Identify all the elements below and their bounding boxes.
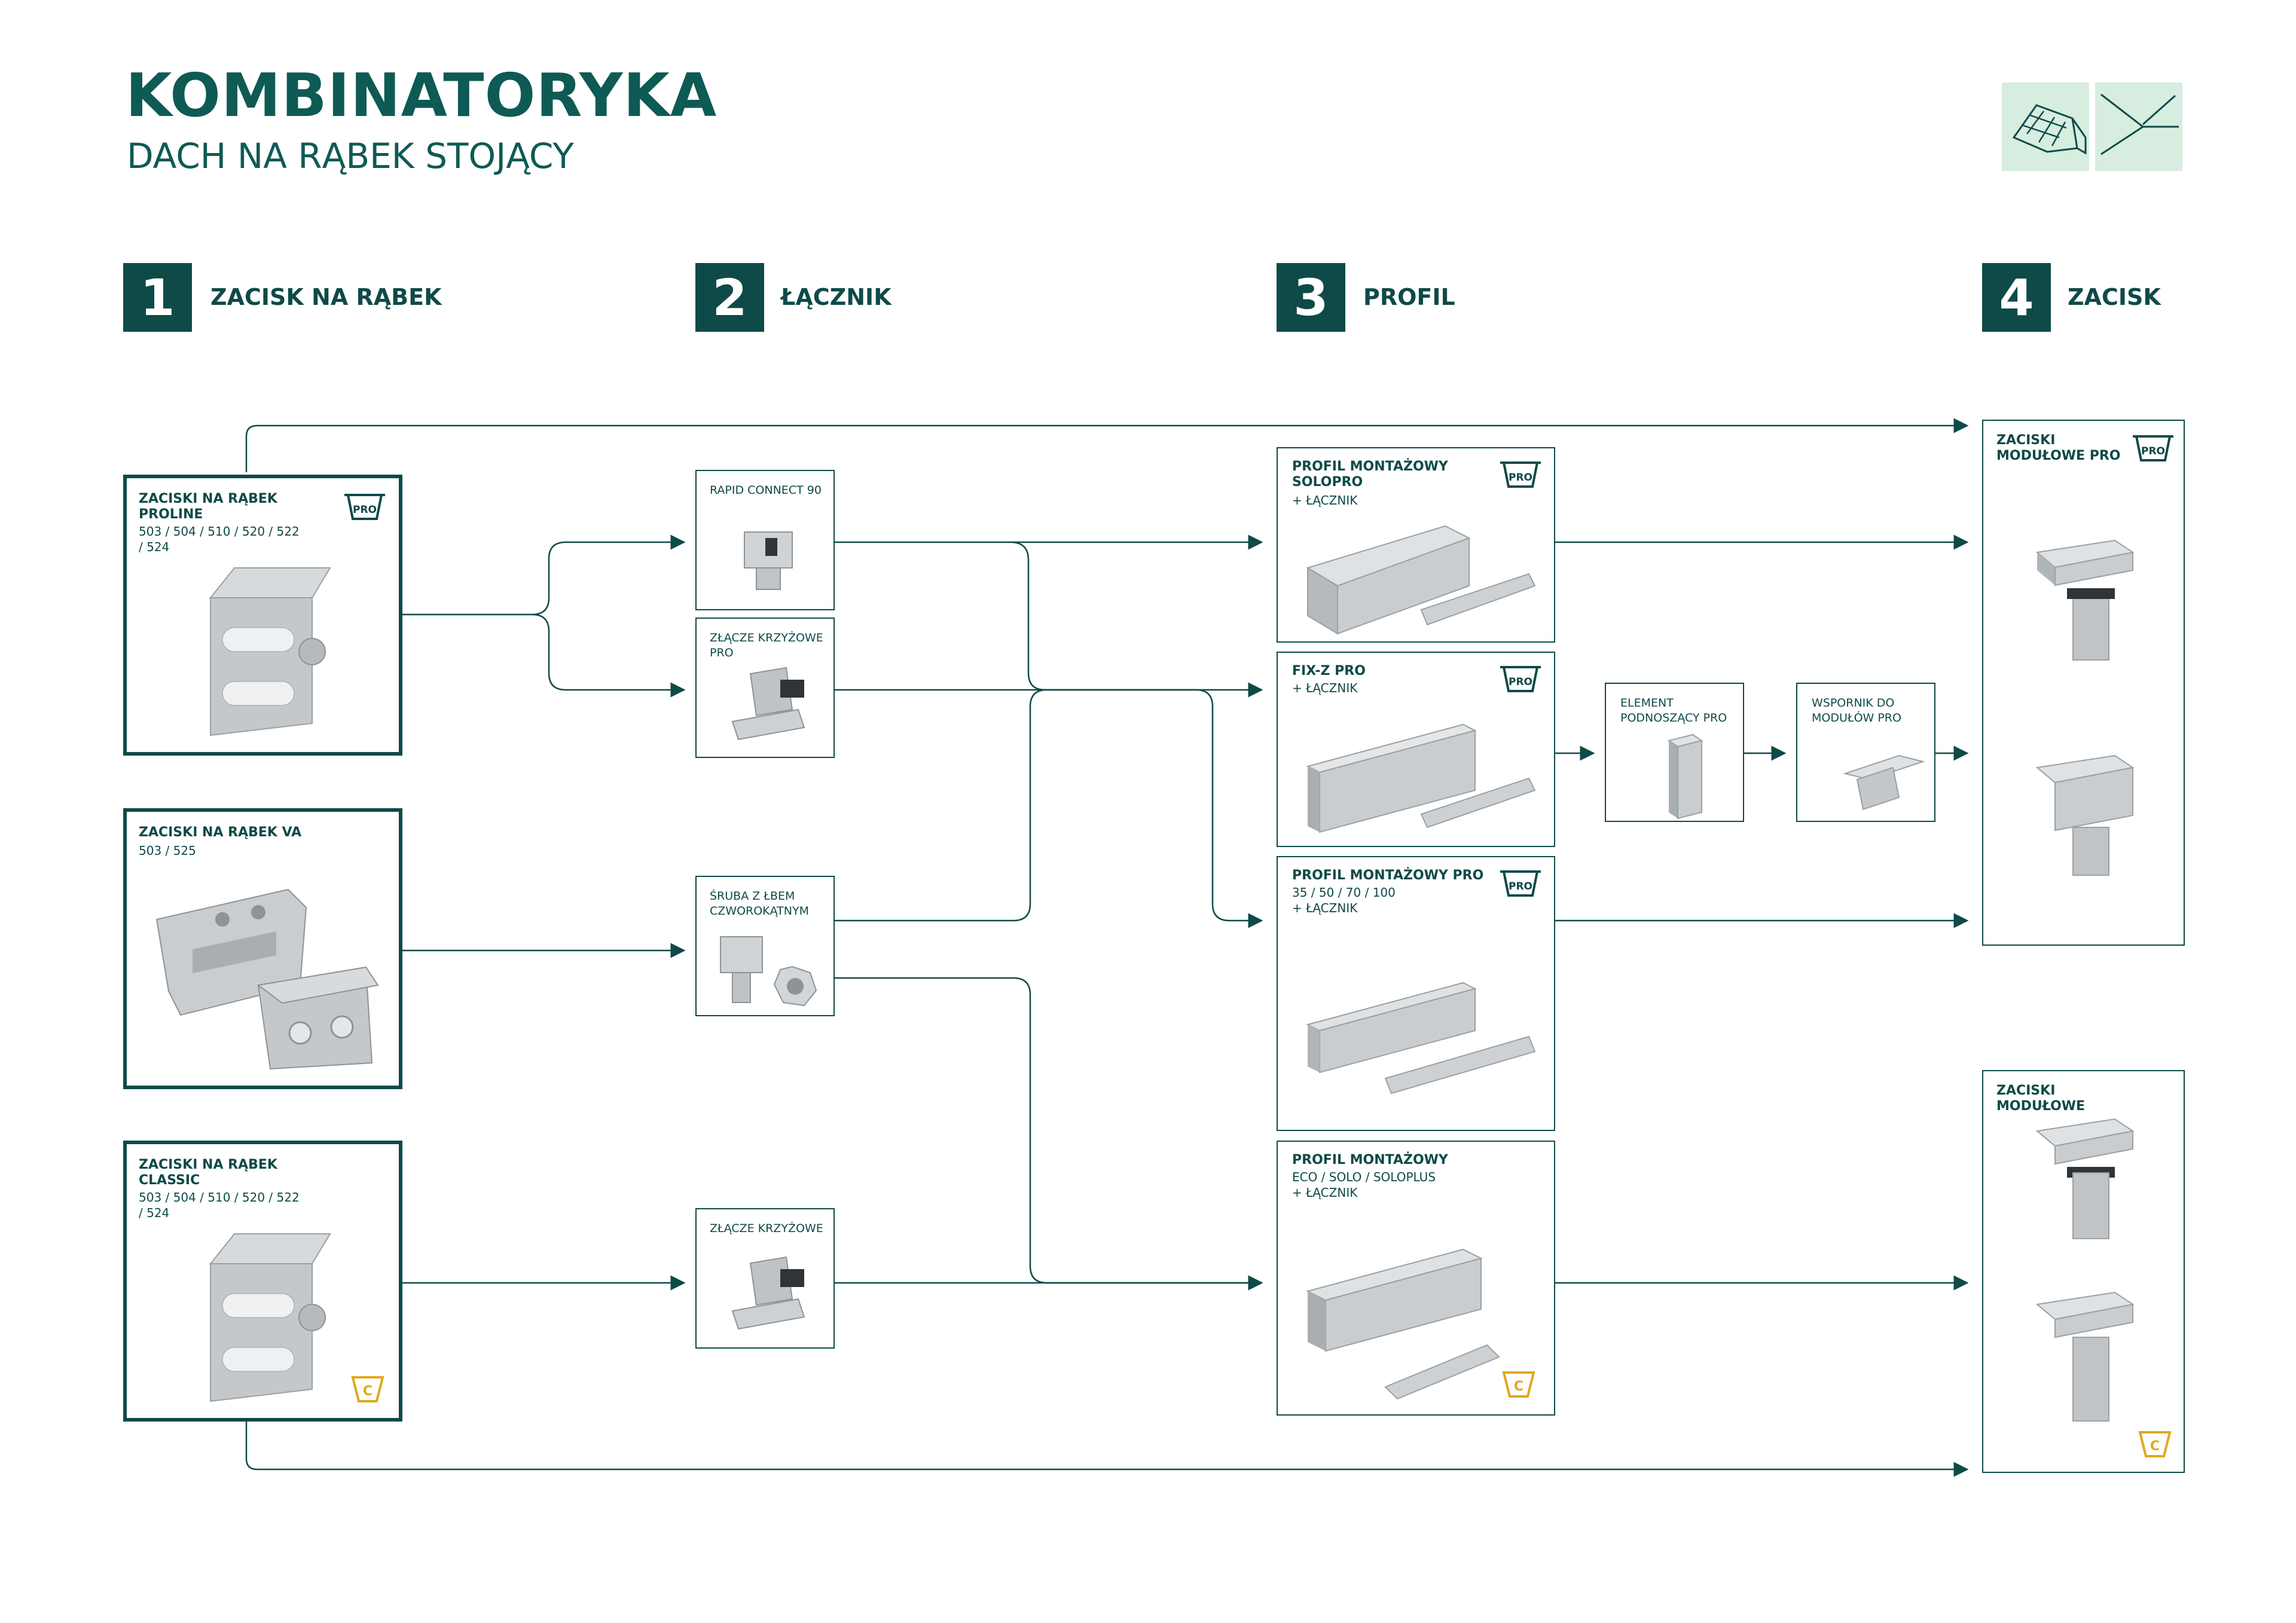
- pro-badge-icon: PRO: [344, 494, 385, 520]
- step-2-label: ŁĄCZNIK: [781, 284, 891, 310]
- clamp-classic-card[interactable]: ZACISKI NA RĄBEK CLASSIC 503 / 504 / 510…: [123, 1141, 402, 1422]
- svg-text:PRO: PRO: [1509, 472, 1532, 484]
- pro-badge-icon: PRO: [1500, 870, 1541, 897]
- clamp-classic-title: ZACISKI NA RĄBEK CLASSIC: [139, 1157, 277, 1188]
- profile-eco-image: [1306, 1248, 1500, 1400]
- connector-cross-label: ZŁĄCZE KRZYŻOWE: [710, 1222, 823, 1235]
- module-clamps-title: ZACISKI MODUŁOWE: [1996, 1083, 2086, 1114]
- module-clamps-pro-card[interactable]: ZACISKI MODUŁOWE PRO PRO: [1982, 420, 2185, 946]
- profile-pro-image: [1306, 982, 1536, 1095]
- square-head-bolt-image: [720, 936, 817, 1007]
- svg-text:C: C: [363, 1384, 373, 1399]
- seam-clamp-proline-image: [209, 567, 331, 736]
- profile-solopro-image: [1306, 525, 1536, 635]
- pro-badge-icon: PRO: [1500, 461, 1541, 488]
- clamp-va-title: ZACISKI NA RĄBEK VA: [139, 825, 302, 840]
- pro-badge-icon: PRO: [1500, 666, 1541, 692]
- module-clamp-end-image: [2035, 1118, 2135, 1239]
- profile-fixz-title: FIX-Z PRO: [1292, 664, 1366, 678]
- profile-eco-sub2: + ŁĄCZNIK: [1292, 1185, 1358, 1200]
- pro-badge-icon: PRO: [2133, 435, 2173, 461]
- svg-text:C: C: [1514, 1379, 1523, 1394]
- connector-cross-pro-label: ZŁĄCZE KRZYŻOWE PRO: [710, 631, 823, 659]
- profile-solopro-title: PROFIL MONTAŻOWY SOLOPRO: [1292, 459, 1448, 490]
- seam-clamp-classic-image: [209, 1233, 331, 1402]
- svg-text:PRO: PRO: [1509, 881, 1532, 893]
- connector-cross-card[interactable]: ZŁĄCZE KRZYŻOWE: [695, 1208, 835, 1349]
- profile-solopro-card[interactable]: PROFIL MONTAŻOWY SOLOPRO + ŁĄCZNIK PRO: [1277, 447, 1555, 643]
- profile-eco-sub: ECO / SOLO / SOLOPLUS: [1292, 1170, 1436, 1184]
- lifting-element-image: [1667, 733, 1703, 820]
- clamp-va-card[interactable]: ZACISKI NA RĄBEK VA 503 / 525: [123, 808, 402, 1089]
- clamp-proline-card[interactable]: ZACISKI NA RĄBEK PROLINE 503 / 504 / 510…: [123, 475, 402, 756]
- svg-text:PRO: PRO: [2141, 445, 2165, 457]
- connector-bolt-label: ŚRUBA Z ŁBEM CZWOROKĄTNYM: [710, 890, 809, 918]
- profile-pro-sub: 35 / 50 / 70 / 100: [1292, 885, 1396, 900]
- svg-text:C: C: [2150, 1439, 2160, 1454]
- module-clamps-pro-title: ZACISKI MODUŁOWE PRO: [1996, 433, 2121, 464]
- profile-fixz-sub: + ŁĄCZNIK: [1292, 681, 1358, 695]
- profile-fixz-card[interactable]: FIX-Z PRO + ŁĄCZNIK PRO: [1277, 652, 1555, 847]
- eco-badge-icon: C: [2138, 1431, 2172, 1457]
- rapid-connect-image: [744, 531, 793, 590]
- step-1-number: 1: [123, 263, 192, 332]
- module-bracket-image: [1843, 754, 1925, 811]
- clamp-va-codes: 503 / 525: [139, 843, 196, 858]
- step-4-number: 4: [1982, 263, 2051, 332]
- connector-rapid-card[interactable]: RAPID CONNECT 90: [695, 470, 835, 610]
- eco-badge-icon: C: [1502, 1371, 1535, 1398]
- cross-connector-image: [731, 1256, 805, 1330]
- profile-solopro-sub: + ŁĄCZNIK: [1292, 493, 1358, 508]
- module-clamps-card[interactable]: ZACISKI MODUŁOWE C: [1982, 1070, 2185, 1473]
- clamp-classic-codes: 503 / 504 / 510 / 520 / 522 / 524: [139, 1190, 300, 1220]
- module-bracket-label: WSPORNIK DO MODUŁÓW PRO: [1812, 696, 1901, 725]
- connector-bolt-card[interactable]: ŚRUBA Z ŁBEM CZWOROKĄTNYM: [695, 876, 835, 1016]
- profile-pro-title: PROFIL MONTAŻOWY PRO: [1292, 868, 1484, 883]
- roof-type-icons: [2002, 82, 2182, 171]
- profile-pro-card[interactable]: PROFIL MONTAŻOWY PRO 35 / 50 / 70 / 100 …: [1277, 856, 1555, 1131]
- seam-clamp-va-image: [155, 888, 379, 1070]
- standing-seam-icon: [2095, 82, 2182, 171]
- clamp-proline-title: ZACISKI NA RĄBEK PROLINE: [139, 491, 277, 522]
- profile-eco-title: PROFIL MONTAŻOWY: [1292, 1153, 1448, 1167]
- module-clamp-pro-middle-image: [2035, 754, 2135, 876]
- lifting-element-card[interactable]: ELEMENT PODNOSZĄCY PRO: [1605, 683, 1744, 822]
- profile-fixz-image: [1306, 723, 1536, 833]
- lifting-element-label: ELEMENT PODNOSZĄCY PRO: [1620, 696, 1727, 725]
- clamp-proline-codes: 503 / 504 / 510 / 520 / 522 / 524: [139, 524, 300, 554]
- module-clamp-pro-end-image: [2035, 539, 2135, 661]
- connector-rapid-label: RAPID CONNECT 90: [710, 484, 822, 497]
- solar-roof-icon: [2002, 82, 2089, 171]
- step-3-number: 3: [1277, 263, 1345, 332]
- eco-badge-icon: C: [351, 1376, 384, 1402]
- step-1-label: ZACISK NA RĄBEK: [210, 284, 442, 310]
- profile-eco-card[interactable]: PROFIL MONTAŻOWY ECO / SOLO / SOLOPLUS +…: [1277, 1141, 1555, 1416]
- page-subtitle: DACH NA RĄBEK STOJĄCY: [127, 136, 574, 176]
- step-2-number: 2: [695, 263, 764, 332]
- page-title: KOMBINATORYKA: [126, 60, 718, 130]
- connector-cross-pro-card[interactable]: ZŁĄCZE KRZYŻOWE PRO: [695, 618, 835, 758]
- profile-pro-sub2: + ŁĄCZNIK: [1292, 901, 1358, 915]
- cross-connector-pro-image: [731, 667, 805, 741]
- step-3-label: PROFIL: [1363, 284, 1455, 310]
- svg-text:PRO: PRO: [353, 504, 377, 516]
- module-bracket-card[interactable]: WSPORNIK DO MODUŁÓW PRO: [1796, 683, 1935, 822]
- step-4-label: ZACISK: [2068, 284, 2161, 310]
- svg-text:PRO: PRO: [1509, 676, 1532, 688]
- module-clamp-middle-image: [2035, 1291, 2135, 1422]
